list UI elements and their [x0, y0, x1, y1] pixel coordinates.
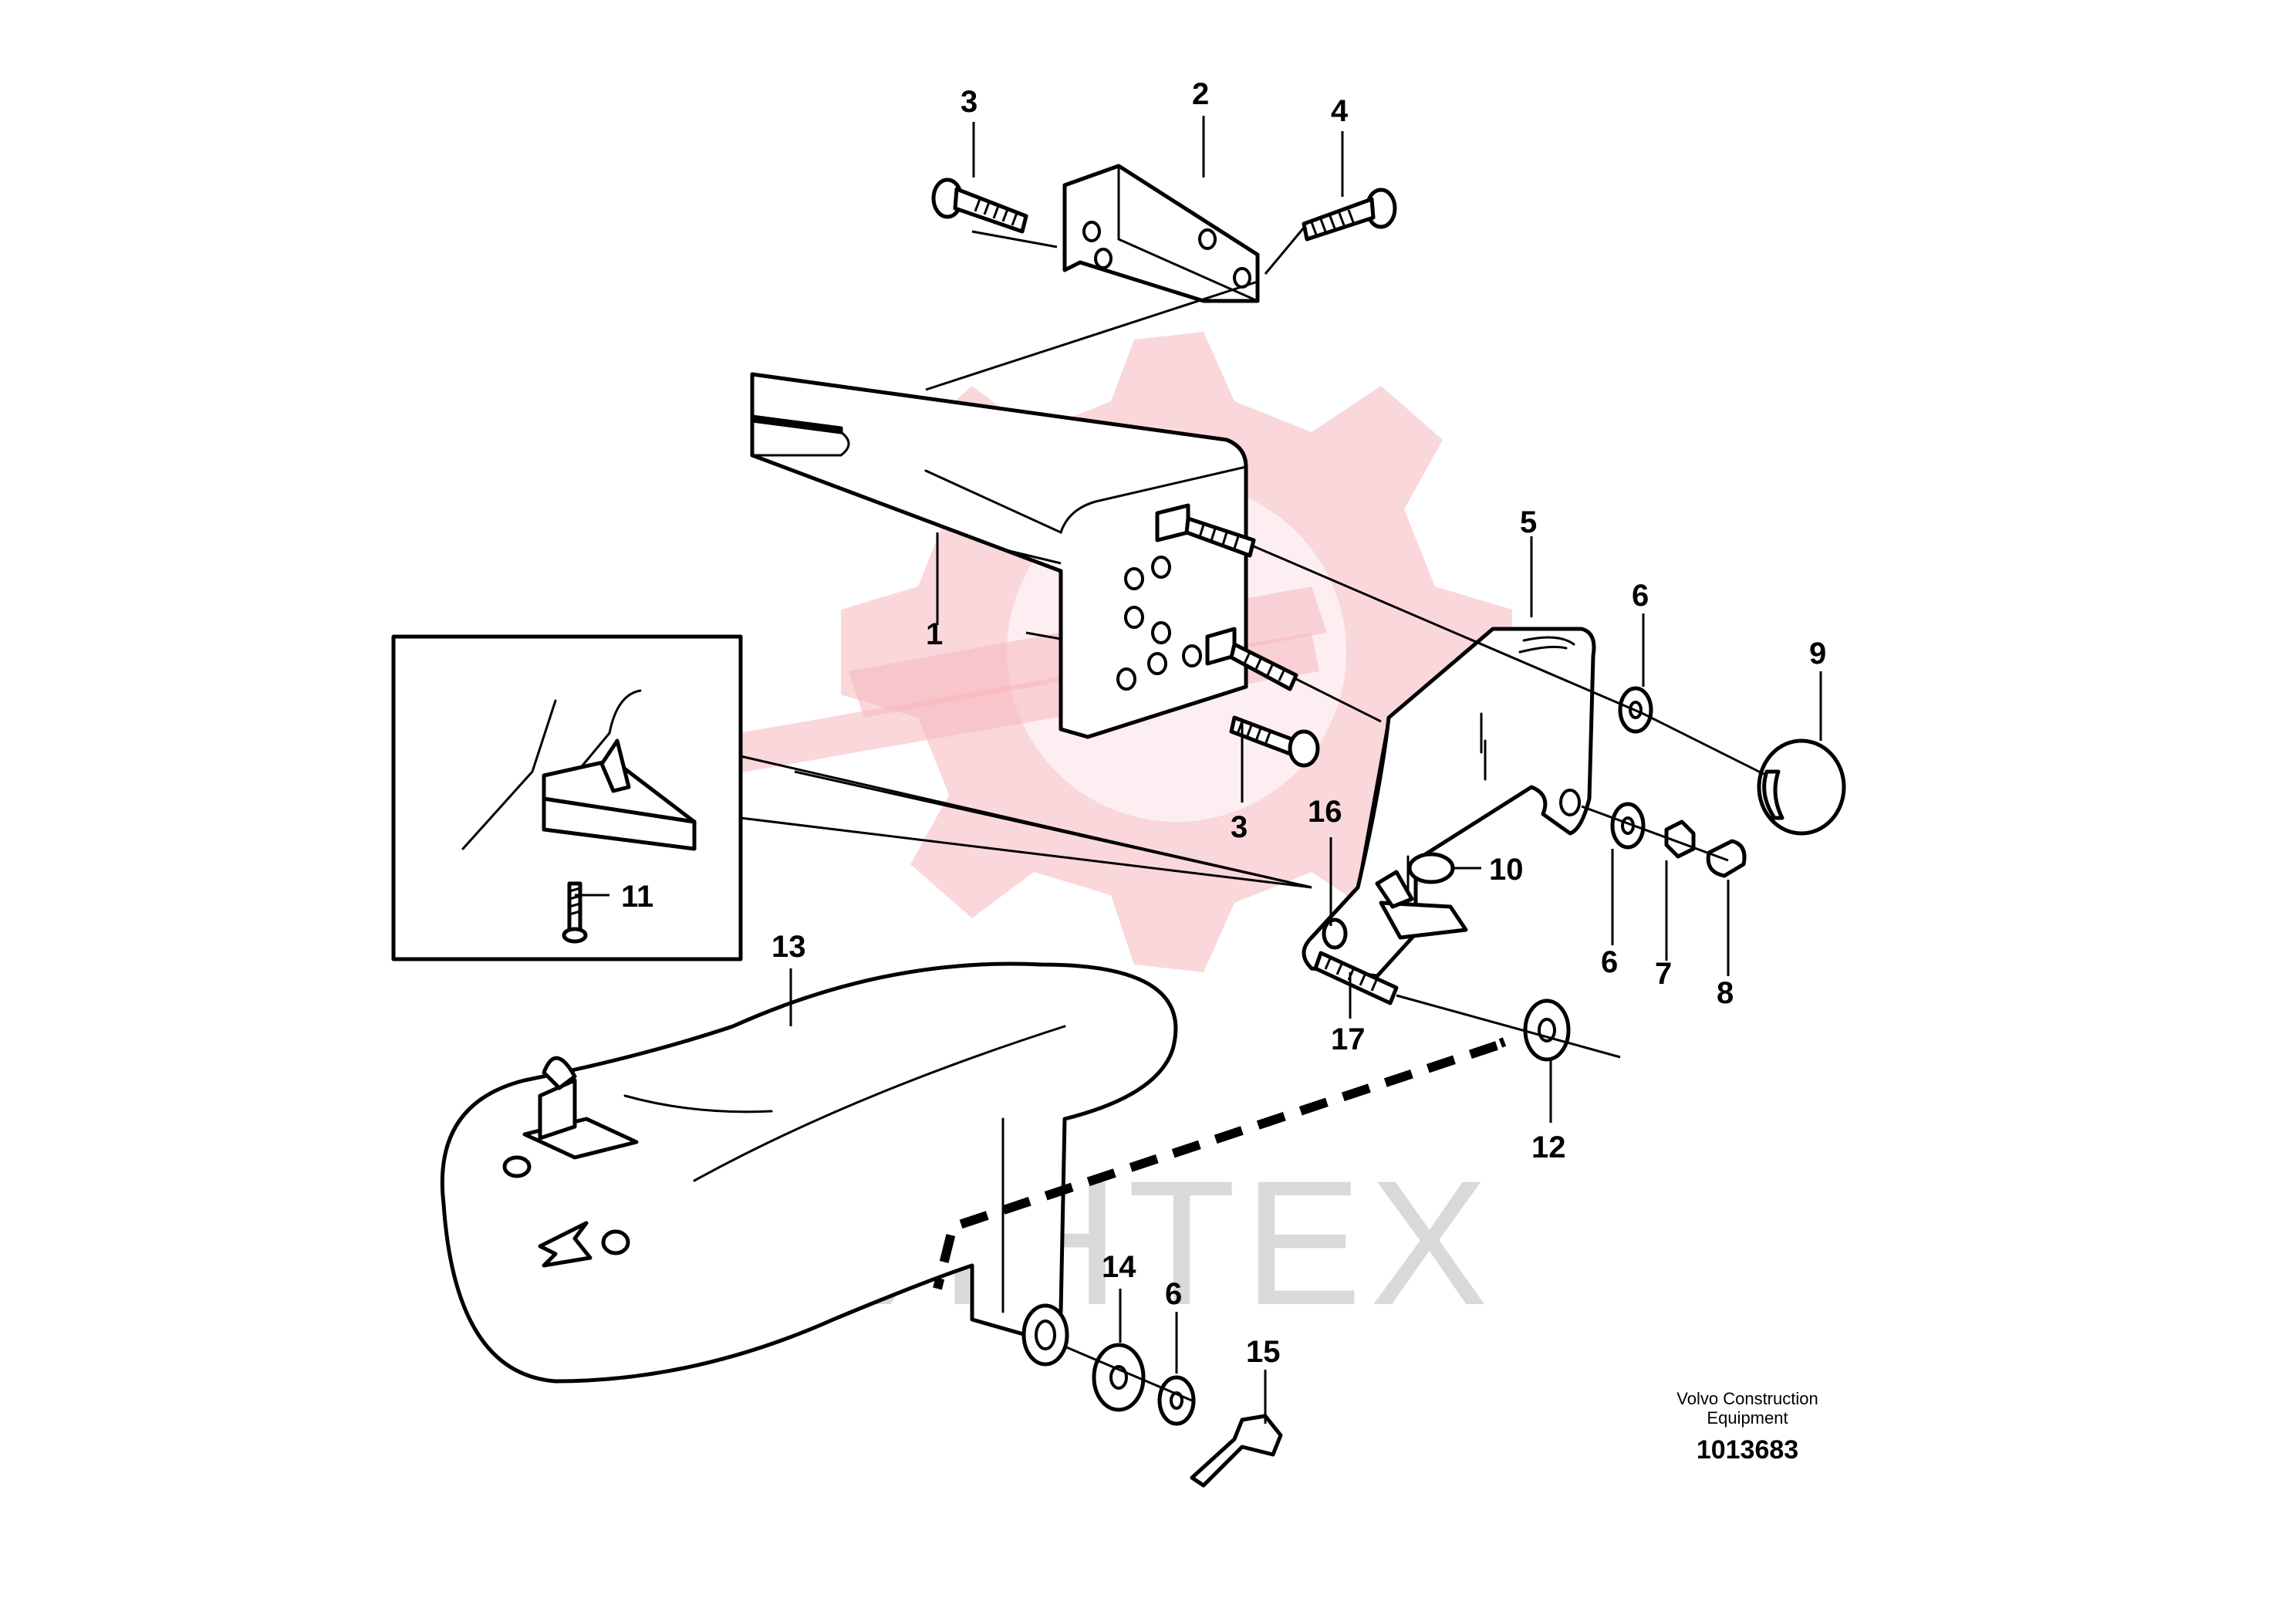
part-9-knob — [1757, 738, 1846, 836]
part-12-lock-washer — [1523, 999, 1571, 1062]
part-5-mounting-plate — [1302, 627, 1596, 978]
part-13-armrest — [440, 961, 1178, 1384]
callout-10: 10 — [1489, 853, 1524, 887]
assembly-dashed-line — [933, 1041, 1498, 1290]
callout-3: 3 — [961, 85, 977, 119]
detail-inset — [391, 634, 743, 961]
callout-15: 15 — [1246, 1335, 1281, 1369]
part-3-bolt-lower — [1229, 715, 1320, 768]
brand-line-1: Volvo Construction — [1676, 1389, 1818, 1408]
explode-lines — [740, 227, 1768, 1402]
part-15-lever-knob — [1190, 1414, 1283, 1488]
footer-block: Volvo Construction Equipment 1013683 — [1676, 1389, 1818, 1465]
callout-9: 9 — [1809, 637, 1826, 671]
part-16-bolt — [1322, 917, 1348, 950]
callout-12: 12 — [1531, 1130, 1566, 1164]
brand-line-2: Equipment — [1707, 1408, 1788, 1428]
pivot-bushing — [1021, 1303, 1069, 1367]
callout-13: 13 — [772, 930, 806, 964]
callout-6: 6 — [1601, 945, 1618, 979]
callout-5: 5 — [1520, 505, 1537, 539]
callout-8: 8 — [1717, 976, 1734, 1010]
carriage-bolt-lower — [1229, 642, 1298, 691]
callout-3: 3 — [1231, 810, 1248, 844]
carriage-bolt-upper — [1184, 516, 1256, 558]
callout-4: 4 — [1331, 94, 1349, 128]
callout-14: 14 — [1102, 1250, 1136, 1284]
callout-16: 16 — [1308, 795, 1342, 829]
callout-2: 2 — [1192, 77, 1209, 111]
part-10-clip-nut — [1375, 852, 1468, 940]
part-8-cap — [1706, 839, 1747, 878]
part-14-washer — [1092, 1343, 1146, 1412]
callout-6: 6 — [1632, 579, 1649, 613]
part-2-small-bracket — [1062, 164, 1260, 303]
callout-leaders — [575, 116, 1822, 1424]
callout-7: 7 — [1655, 957, 1672, 991]
callout-1: 1 — [926, 617, 943, 651]
part-1-main-bracket — [750, 372, 1248, 739]
callout-labels: 3 2 4 1 5 6 9 10 11 16 3 6 7 8 17 12 13 … — [621, 77, 1826, 1369]
assembly-dashed-line-upper — [1498, 1037, 1507, 1048]
part-4-bolt — [1302, 188, 1397, 242]
part-6-washer-middle — [1610, 802, 1646, 850]
callout-11: 11 — [621, 880, 653, 914]
part-3-bolt-top — [931, 177, 1028, 234]
callout-6: 6 — [1165, 1277, 1182, 1311]
document-number: 1013683 — [1697, 1435, 1798, 1465]
callout-17: 17 — [1331, 1022, 1366, 1056]
part-6-washer-lower — [1157, 1375, 1196, 1426]
